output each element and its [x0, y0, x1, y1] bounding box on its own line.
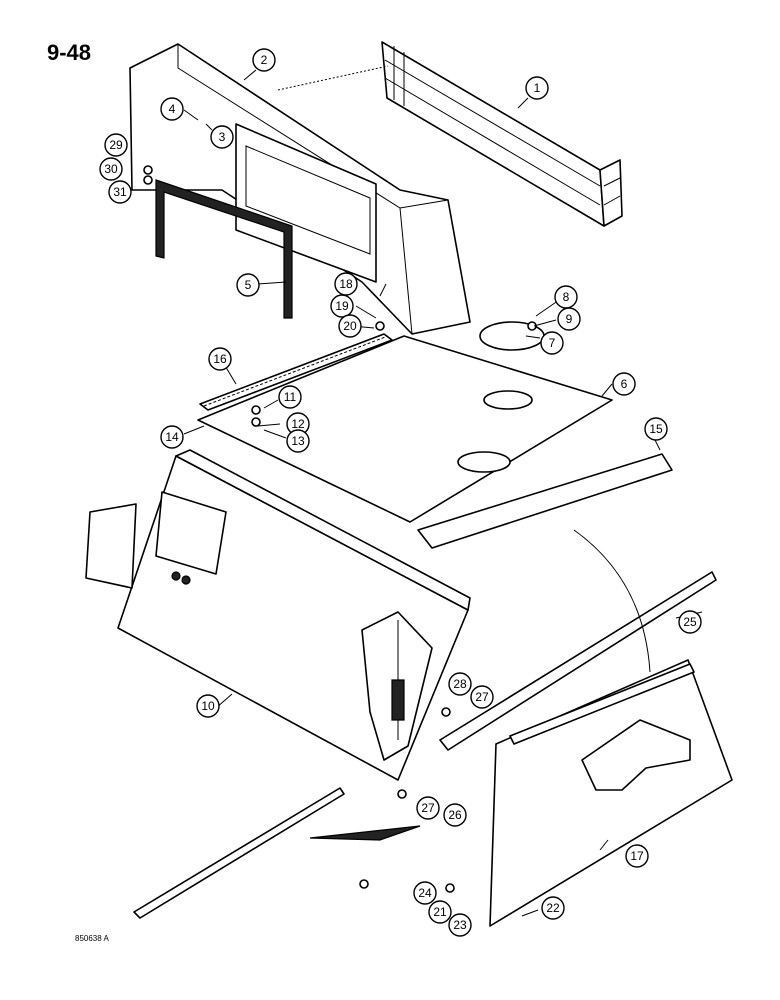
- svg-text:16: 16: [213, 352, 227, 366]
- svg-text:20: 20: [343, 319, 357, 333]
- page-number: 9-48: [47, 40, 92, 65]
- svg-text:30: 30: [104, 162, 118, 176]
- upper-hood-shroud: [129, 43, 471, 335]
- svg-text:22: 22: [546, 901, 560, 915]
- svg-text:14: 14: [165, 430, 179, 444]
- callout-16: 16: [208, 347, 232, 371]
- callout-26: 26: [443, 803, 467, 827]
- svg-text:21: 21: [433, 905, 447, 919]
- svg-text:7: 7: [549, 336, 556, 350]
- svg-text:25: 25: [683, 615, 697, 629]
- callout-27a: 27: [416, 796, 440, 820]
- callout-3: 3: [210, 125, 234, 149]
- callout-11: 11: [278, 385, 302, 409]
- rear-grille: [381, 41, 623, 227]
- callout-27b: 27: [470, 685, 494, 709]
- svg-text:13: 13: [291, 434, 305, 448]
- callout-13: 13: [286, 429, 310, 453]
- svg-text:1: 1: [534, 81, 541, 95]
- callout-18: 18: [334, 272, 358, 296]
- callout-2: 2: [252, 48, 276, 72]
- svg-text:5: 5: [245, 278, 252, 292]
- svg-text:27: 27: [421, 801, 435, 815]
- support-rod: [439, 571, 717, 751]
- callout-7: 7: [540, 331, 564, 355]
- svg-text:23: 23: [453, 918, 467, 932]
- side-panel: [117, 449, 471, 781]
- svg-text:17: 17: [630, 849, 644, 863]
- svg-text:11: 11: [284, 390, 297, 404]
- callout-31: 31: [108, 180, 132, 204]
- arrow-icon: [309, 825, 421, 841]
- drawing-code: 850638 A: [75, 934, 109, 943]
- svg-text:24: 24: [418, 886, 432, 900]
- hinge-strip: [199, 333, 393, 411]
- svg-text:18: 18: [339, 277, 353, 291]
- callout-22: 22: [541, 896, 565, 920]
- pointer-arc: [573, 529, 651, 673]
- svg-text:6: 6: [621, 377, 628, 391]
- svg-text:26: 26: [448, 808, 462, 822]
- side-rail: [417, 453, 673, 549]
- svg-text:9: 9: [566, 312, 573, 326]
- callout-17: 17: [625, 844, 649, 868]
- svg-text:4: 4: [169, 102, 176, 116]
- callout-4: 4: [160, 97, 184, 121]
- svg-text:29: 29: [109, 138, 123, 152]
- callout-23: 23: [448, 913, 472, 937]
- callout-24: 24: [413, 881, 437, 905]
- callout-9: 9: [557, 307, 581, 331]
- callout-1: 1: [525, 76, 549, 100]
- svg-text:28: 28: [453, 677, 467, 691]
- svg-text:31: 31: [113, 185, 127, 199]
- svg-text:19: 19: [335, 299, 349, 313]
- callout-15: 15: [644, 417, 668, 441]
- callout-30: 30: [99, 157, 123, 181]
- svg-text:12: 12: [291, 417, 305, 431]
- hardware: [143, 165, 537, 893]
- svg-text:8: 8: [563, 290, 570, 304]
- callout-19: 19: [330, 294, 354, 318]
- callout-25: 25: [678, 610, 702, 634]
- callout-28: 28: [448, 672, 472, 696]
- svg-text:27: 27: [475, 690, 489, 704]
- callout-21: 21: [428, 900, 452, 924]
- callout-29: 29: [104, 133, 128, 157]
- svg-text:10: 10: [201, 699, 215, 713]
- svg-text:15: 15: [649, 422, 663, 436]
- callout-10: 10: [196, 694, 220, 718]
- side-door: [489, 659, 733, 927]
- top-panel: [197, 335, 613, 523]
- callout-14: 14: [160, 425, 184, 449]
- svg-text:2: 2: [261, 53, 268, 67]
- callout-6: 6: [612, 372, 636, 396]
- seal-strip: [155, 179, 293, 319]
- callout-5: 5: [236, 273, 260, 297]
- long-rod: [133, 787, 345, 919]
- callout-20: 20: [338, 314, 362, 338]
- svg-text:3: 3: [219, 130, 226, 144]
- callout-8: 8: [554, 285, 578, 309]
- access-door: [85, 503, 137, 589]
